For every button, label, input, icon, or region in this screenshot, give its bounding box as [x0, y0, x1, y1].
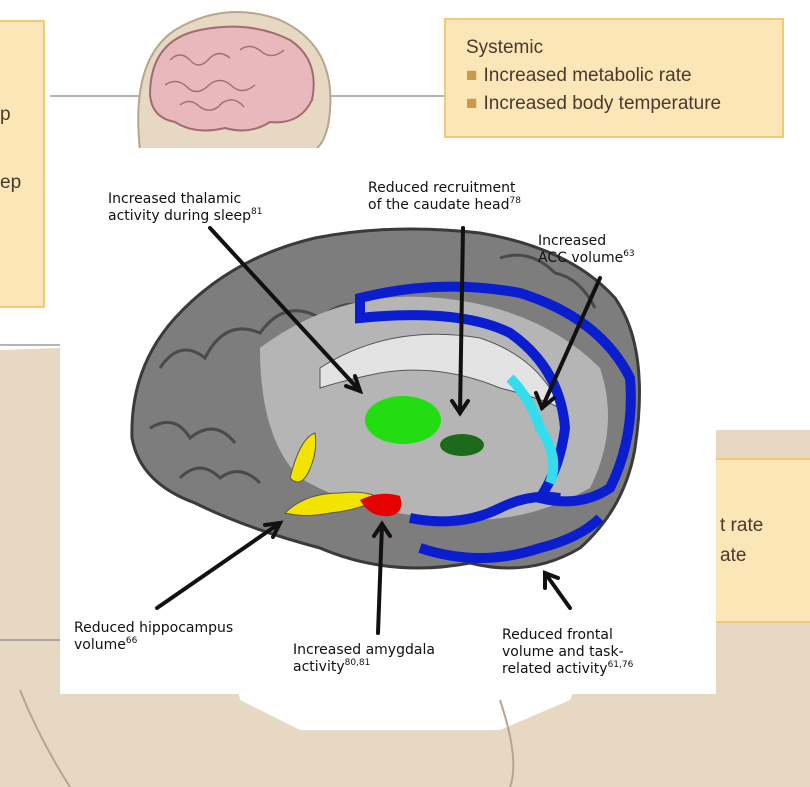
left-summary-box	[0, 20, 45, 308]
brain-icon	[150, 27, 314, 131]
systemic-item-metabolic: ■Increased metabolic rate	[466, 62, 692, 89]
label-frontal: Reduced frontal volume and task- related…	[502, 627, 633, 678]
left-box-fragment-2: ep	[0, 169, 21, 196]
label-acc: Increased ACC volume63	[538, 233, 635, 267]
thalamus-region	[365, 396, 441, 444]
systemic-title: Systemic	[466, 34, 543, 61]
right-box-fragment-1: t rate	[720, 512, 763, 539]
right-box-fragment-2: ate	[720, 542, 746, 569]
arrow-hippocampus	[157, 523, 280, 608]
label-thalamic: Increased thalamic activity during sleep…	[108, 191, 262, 225]
left-box-fragment-1: p	[0, 101, 11, 128]
label-caudate: Reduced recruitment of the caudate head7…	[368, 180, 521, 214]
caudate-region	[440, 434, 484, 456]
label-hippocampus: Reduced hippocampus volume66	[74, 620, 233, 654]
systemic-box: Systemic ■Increased metabolic rate ■Incr…	[444, 18, 784, 138]
systemic-item-temperature: ■Increased body temperature	[466, 90, 721, 117]
label-amygdala: Increased amygdala activity80,81	[293, 642, 435, 676]
brain-cross-section	[60, 148, 716, 694]
